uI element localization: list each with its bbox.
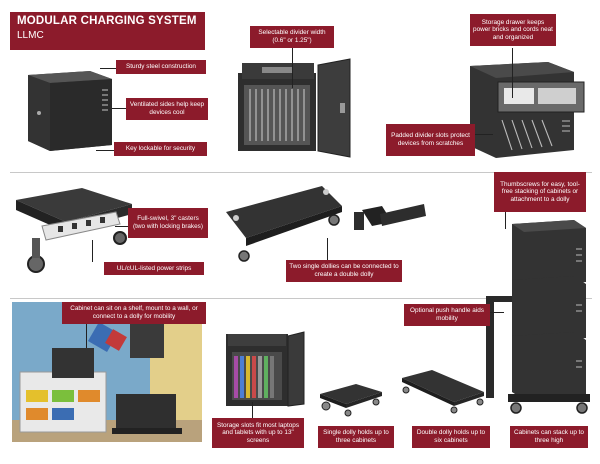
label-handle: Optional push handle aids mobility: [404, 304, 490, 326]
connector-line: [475, 134, 493, 135]
classroom-props: [12, 321, 202, 442]
connector-line: [100, 68, 120, 69]
label-vent: Ventilated sides help keep devices cool: [126, 98, 208, 120]
connector-line: [86, 322, 87, 348]
connector-line: [96, 150, 116, 151]
title-box: MODULAR CHARGING SYSTEM LLMC: [10, 12, 205, 50]
single-dolly-image: [320, 384, 382, 417]
connected-dollies-image: [226, 186, 426, 262]
page-title: MODULAR CHARGING SYSTEM: [17, 15, 197, 27]
connector-line: [115, 226, 130, 227]
connector-line: [327, 238, 328, 260]
connector-line: [490, 312, 504, 313]
connector-line: [512, 48, 513, 98]
label-double-dolly: Double dolly holds up to six cabinets: [412, 426, 490, 448]
connector-line: [92, 240, 93, 262]
label-shelf: Cabinet can sit on a shelf, mount to a w…: [62, 302, 206, 324]
section-divider-2: [10, 298, 592, 299]
label-stack: Cabinets can stack up to three high: [510, 426, 588, 448]
label-casters: Full-swivel, 3" casters (two with lockin…: [128, 208, 208, 238]
connector-line: [112, 108, 130, 109]
label-divider-width: Selectable divider width (0.6" or 1.25"): [250, 26, 334, 48]
page-subtitle: LLMC: [17, 30, 44, 41]
laptop-slots-cabinet-image: [226, 331, 305, 407]
stacked-cabinets-image: [486, 220, 590, 414]
section-divider-1: [10, 172, 592, 173]
connector-line: [252, 402, 253, 418]
dolly-power-strip-image: [16, 188, 132, 273]
label-lock: Key lockable for security: [114, 142, 207, 156]
label-thumbscrews: Thumbscrews for easy, tool-free stacking…: [494, 172, 586, 212]
label-padded: Padded divider slots protect devices fro…: [386, 124, 475, 156]
drawer-cabinet-image: [470, 62, 585, 158]
connector-line: [505, 205, 506, 229]
label-drawer: Storage drawer keeps power bricks and co…: [470, 14, 556, 46]
double-dolly-image: [402, 370, 484, 414]
label-power: UL/cUL-listed power strips: [104, 262, 204, 275]
open-cabinet-image: [238, 58, 351, 158]
label-steel: Sturdy steel construction: [116, 60, 206, 74]
label-single-dolly: Single dolly holds up to three cabinets: [318, 426, 394, 448]
connector-line: [292, 48, 293, 88]
label-slots: Storage slots fit most laptops and table…: [212, 418, 304, 448]
label-dollies: Two single dollies can be connected to c…: [286, 260, 402, 282]
closed-cabinet-image: [28, 71, 112, 151]
